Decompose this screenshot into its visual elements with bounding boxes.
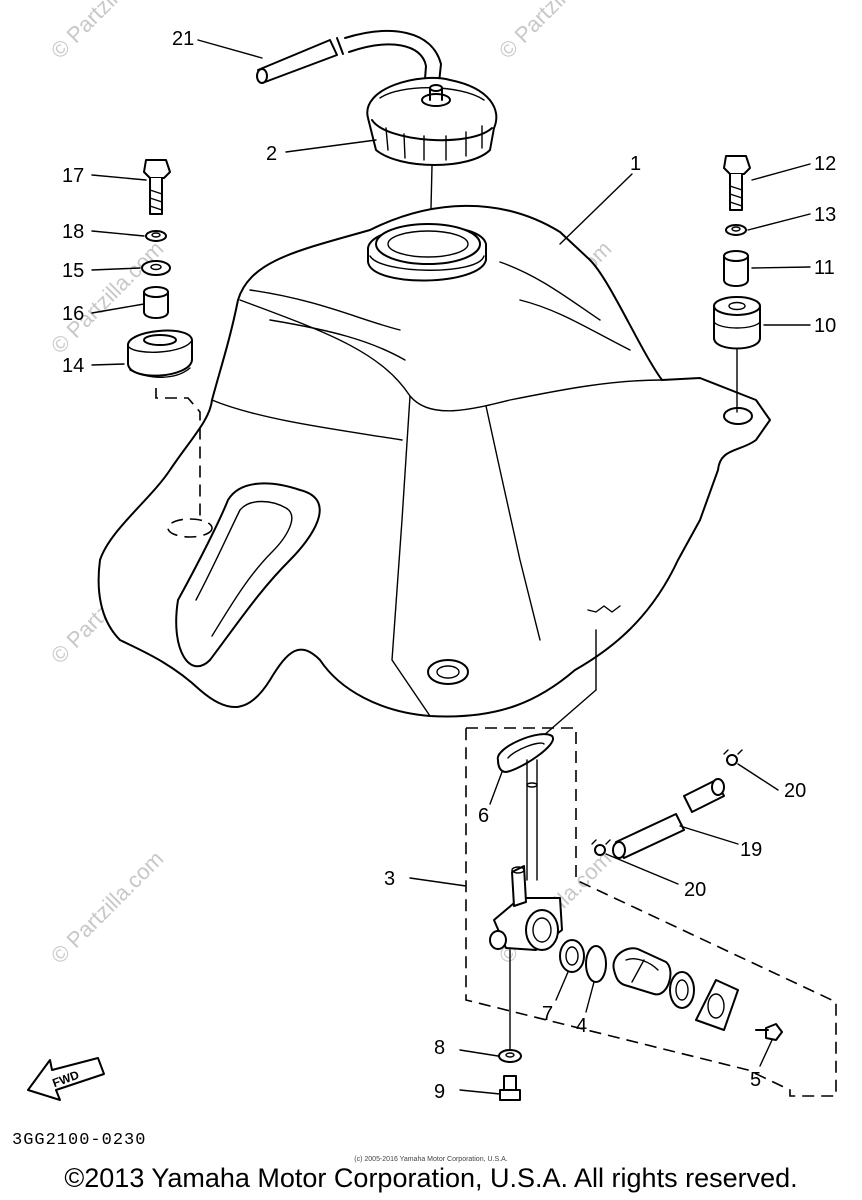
callout-20: 20 [784,780,806,802]
fwd-arrow-icon: FWD [27,1057,105,1101]
callout-14: 14 [62,355,84,377]
breather-hose-21 [256,29,442,93]
callout-2: 2 [266,143,277,165]
callout-labels: 21 2 1 17 18 15 16 14 12 13 11 10 3 6 20… [62,28,836,1103]
callout-15: 15 [62,260,84,282]
fuel-hose-19 [612,778,725,859]
drain-parts [498,1049,522,1101]
callout-12: 12 [814,153,836,175]
callout-1: 1 [630,153,641,175]
petcock-assembly-3 [465,629,837,1097]
watermark: © Partzilla.com [46,846,169,969]
callout-19: 19 [740,839,762,861]
part-code: 3GG2100-0230 [12,1131,147,1150]
left-mount-hardware [127,159,201,520]
callout-18: 18 [62,221,84,243]
callout-17: 17 [62,165,84,187]
callout-8: 8 [434,1037,445,1059]
callout-10: 10 [814,315,836,337]
callout-5: 5 [750,1069,761,1091]
copyright-small: (c) 2005-2016 Yamaha Motor Corporation, … [354,1156,508,1163]
callout-6: 6 [478,805,489,827]
callout-16: 16 [62,303,84,325]
callout-4: 4 [576,1015,587,1037]
callout-13: 13 [814,204,836,226]
fuel-cap-2 [366,76,498,251]
watermark: © Partzilla.com [494,0,617,64]
petcock-parts [559,939,783,1041]
callout-9: 9 [434,1081,445,1103]
right-mount-hardware [713,155,761,413]
leader-lines [91,39,811,1095]
hose-clips-20 [591,749,743,856]
callout-3: 3 [384,868,395,890]
watermark: © Partzilla.com [46,0,169,64]
callout-20b: 20 [684,879,706,901]
copyright-notice: ©2013 Yamaha Motor Corporation, U.S.A. A… [64,1163,798,1193]
callout-11: 11 [814,257,835,279]
callout-21: 21 [172,28,194,50]
fuel-tank-1 [97,204,771,718]
callout-7: 7 [542,1003,553,1025]
